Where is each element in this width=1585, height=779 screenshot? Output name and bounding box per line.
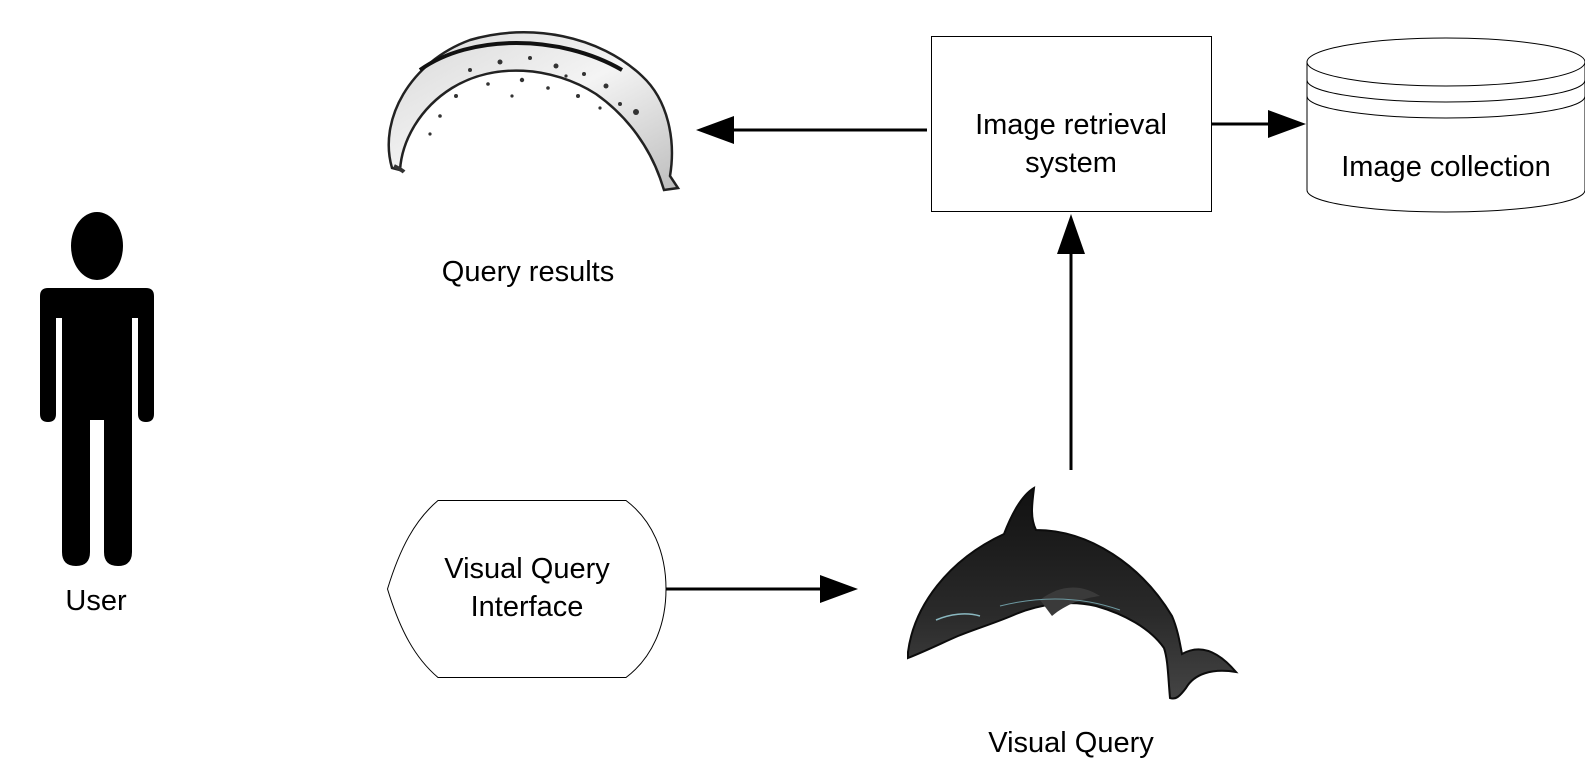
image-collection-label: Image collection xyxy=(1341,151,1551,183)
arrow-interface-to-query xyxy=(666,575,858,603)
dolphin-image xyxy=(907,486,1239,700)
database-cylinder-icon: Image collection xyxy=(1306,37,1585,213)
visual-query-interface-node: Visual Query Interface xyxy=(386,500,667,678)
interface-label-line1: Visual Query xyxy=(444,553,610,585)
system-label-line1: Image retrieval xyxy=(975,109,1167,141)
user-label: User xyxy=(65,585,127,617)
arrow-query-to-system xyxy=(1057,214,1085,470)
query-results-label: Query results xyxy=(442,256,614,288)
interface-label-line2: Interface xyxy=(471,591,584,623)
banana-image xyxy=(387,31,681,192)
image-retrieval-system-node: Image retrieval system xyxy=(931,36,1212,212)
visual-query-label: Visual Query xyxy=(988,727,1154,759)
arrow-system-to-collection xyxy=(1212,110,1306,138)
user-person-icon xyxy=(40,212,154,566)
arrow-system-to-results xyxy=(696,116,927,144)
system-label-line2: system xyxy=(1025,147,1117,179)
